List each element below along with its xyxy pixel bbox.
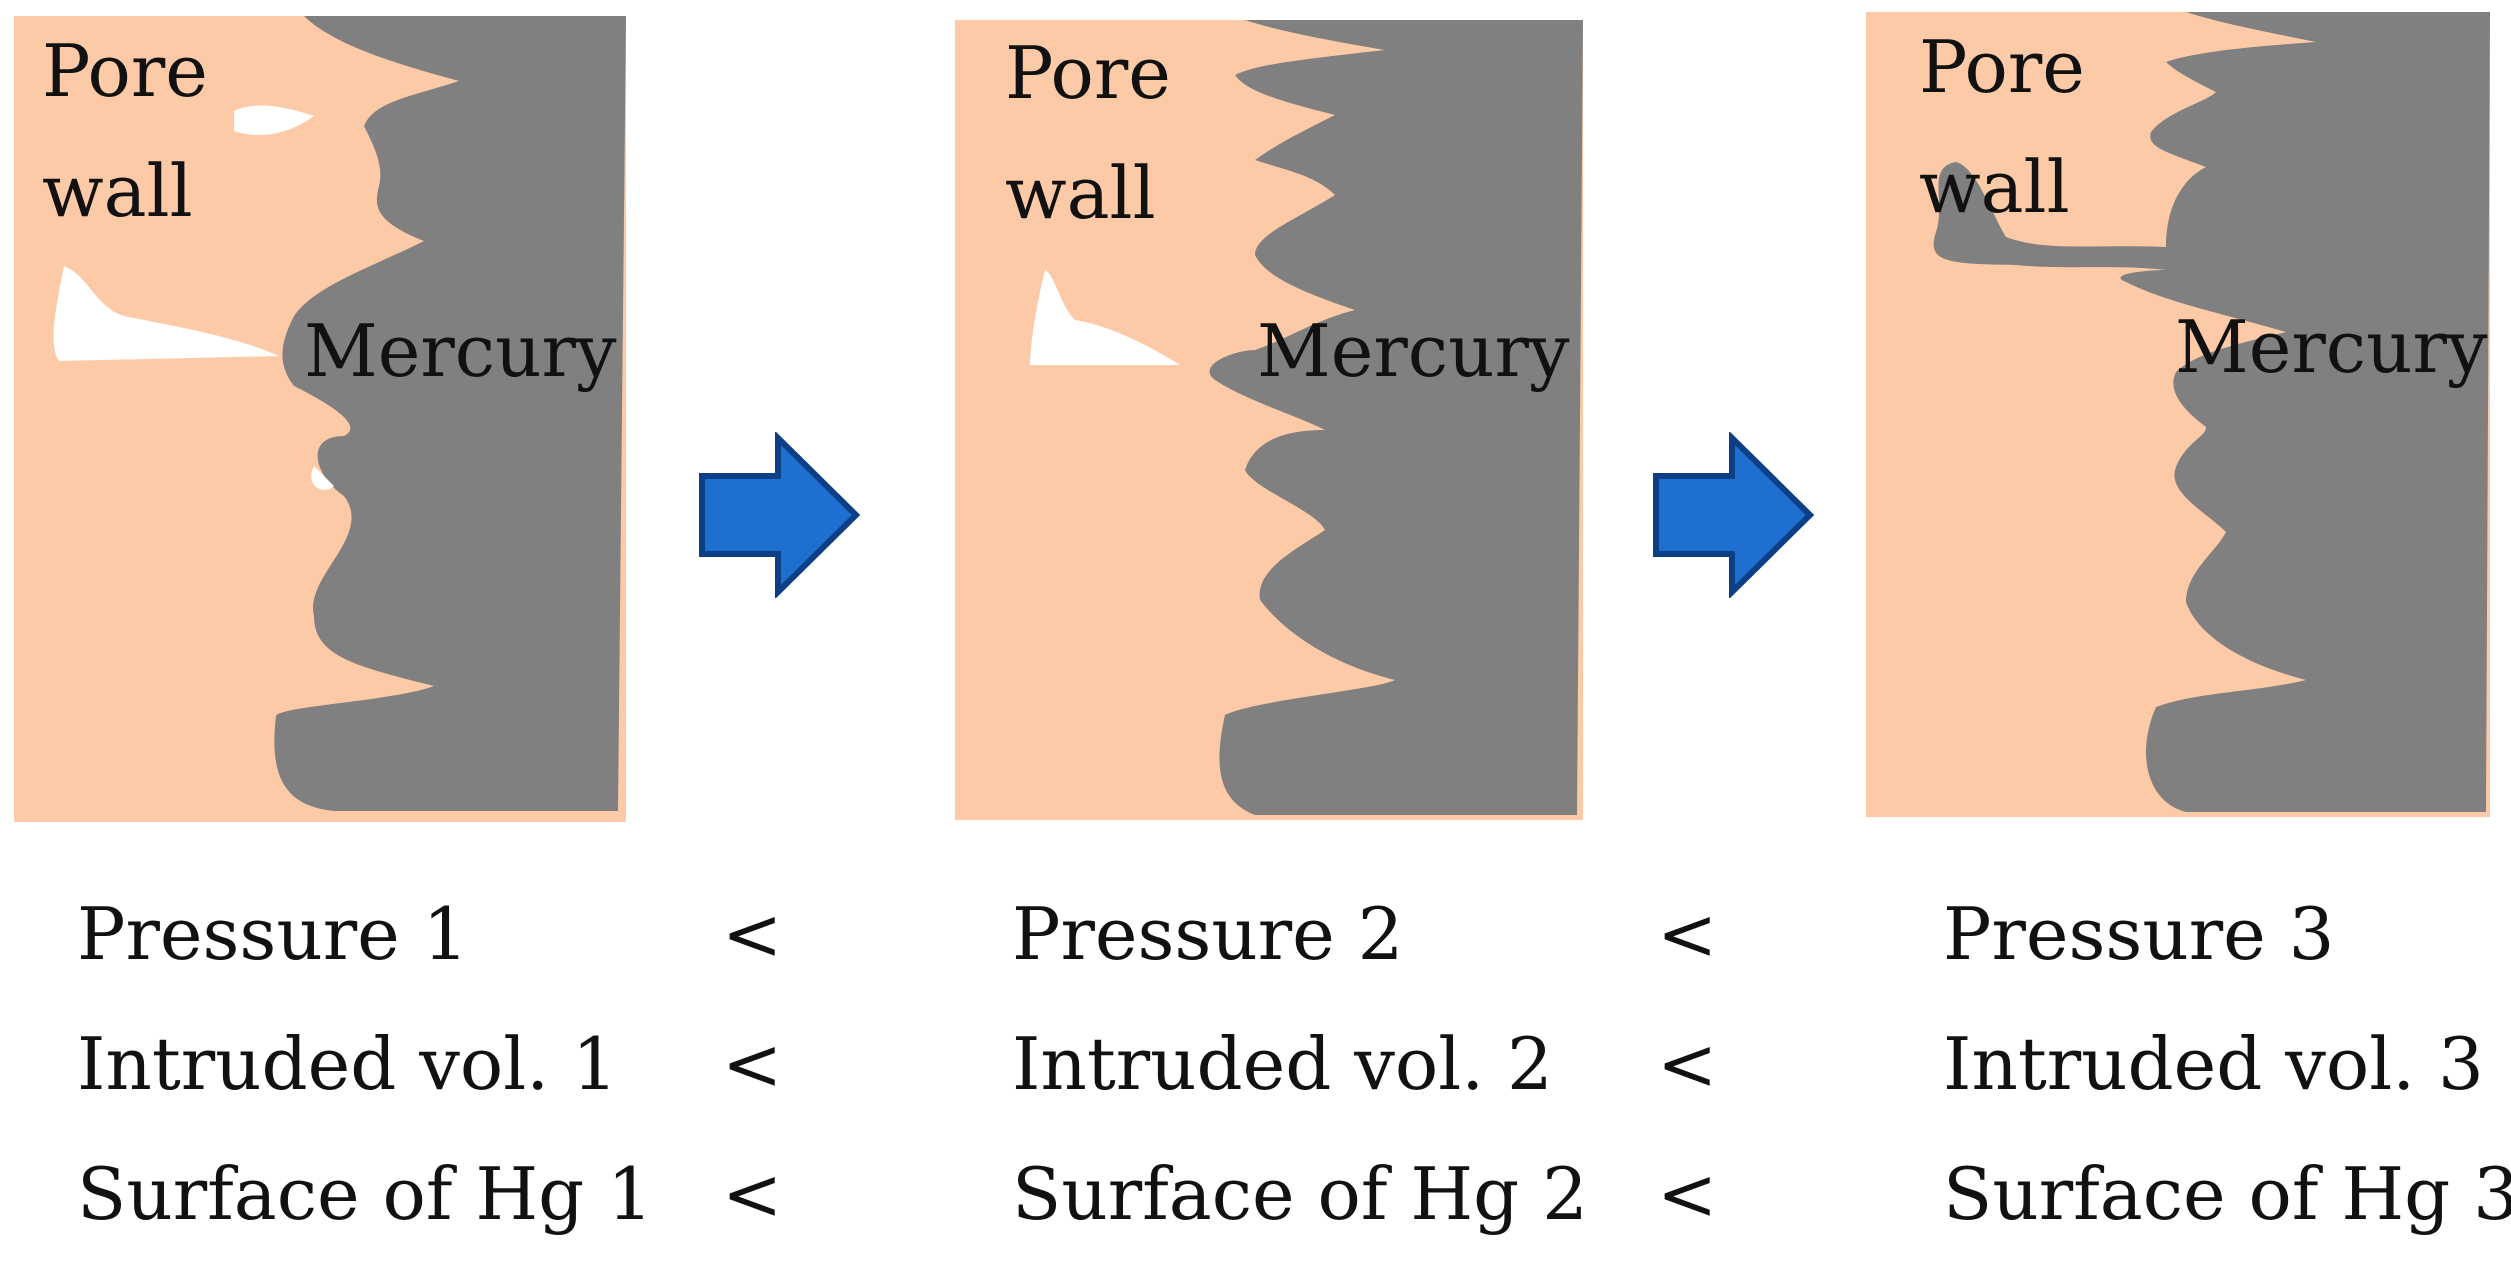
- intruded-volume-label-2: Intruded vol. 2: [1012, 1022, 1553, 1106]
- surface-label-3: Surface of Hg 3: [1943, 1152, 2511, 1236]
- mercury-region: [274, 16, 626, 811]
- pore-wall-label: wall: [1919, 145, 2070, 229]
- mercury-label: Mercury: [2175, 305, 2488, 389]
- pore-wall-label: wall: [1005, 151, 1156, 235]
- mercury-region: [1933, 12, 2490, 812]
- void-region: [1030, 270, 1180, 365]
- void-region: [234, 105, 314, 136]
- less-than-symbol: <: [722, 892, 783, 976]
- pore-wall-label: wall: [42, 149, 193, 233]
- pore-wall-label: Pore: [1005, 31, 1171, 115]
- less-than-symbol: <: [1657, 892, 1718, 976]
- void-region: [311, 466, 334, 490]
- intruded-volume-label-3: Intruded vol. 3: [1943, 1022, 2484, 1106]
- mercury-label: Mercury: [1257, 309, 1570, 393]
- pressure-label-1: Pressure 1: [77, 892, 469, 976]
- right-arrow-icon: [699, 432, 861, 598]
- less-than-symbol: <: [1657, 1152, 1718, 1236]
- less-than-symbol: <: [722, 1152, 783, 1236]
- panel-3: Pore wall Mercury: [1866, 12, 2490, 817]
- surface-label-2: Surface of Hg 2: [1012, 1152, 1588, 1236]
- surface-label-1: Surface of Hg 1: [77, 1152, 653, 1236]
- less-than-symbol: <: [722, 1022, 783, 1106]
- mercury-label: Mercury: [304, 309, 617, 393]
- intruded-volume-label-1: Intruded vol. 1: [77, 1022, 618, 1106]
- panel-1: Pore wall Mercury: [14, 16, 626, 822]
- pressure-label-3: Pressure 3: [1943, 892, 2335, 976]
- less-than-symbol: <: [1657, 1022, 1718, 1106]
- mercury-region: [1209, 20, 1583, 815]
- pressure-label-2: Pressure 2: [1012, 892, 1404, 976]
- right-arrow-icon: [1653, 432, 1815, 598]
- void-region: [53, 266, 279, 361]
- panel-2: Pore wall Mercury: [955, 20, 1583, 820]
- pore-wall-label: Pore: [1919, 25, 2085, 109]
- pore-wall-label: Pore: [42, 29, 208, 113]
